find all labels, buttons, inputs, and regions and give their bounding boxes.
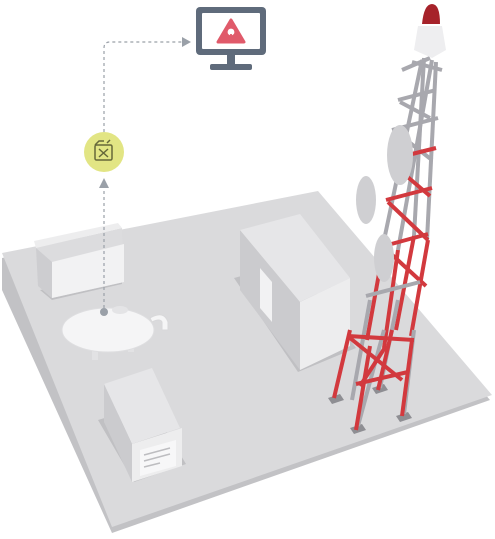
small-shed [34, 223, 124, 300]
antenna-dish-left [356, 176, 376, 224]
alert-triangle-icon [216, 18, 246, 44]
fuel-sensor-badge[interactable] [84, 132, 124, 172]
right-arrow-icon [182, 37, 191, 47]
antenna-dish-top [387, 125, 413, 185]
monitor-stand [210, 64, 252, 70]
flow-connector [99, 37, 191, 308]
tower-beacon [422, 4, 440, 24]
main-building [234, 214, 356, 372]
fuel-tank [61, 306, 169, 360]
radio-tower [328, 4, 446, 434]
fuel-can-icon [94, 139, 113, 161]
up-arrow-icon [99, 178, 109, 188]
tower-beacon-base [414, 26, 446, 58]
building-door [260, 268, 272, 322]
generator [98, 368, 186, 482]
alert-monitor[interactable] [196, 7, 266, 70]
tank-sensor-dot [100, 308, 108, 316]
antenna-dish-lower [374, 234, 394, 282]
